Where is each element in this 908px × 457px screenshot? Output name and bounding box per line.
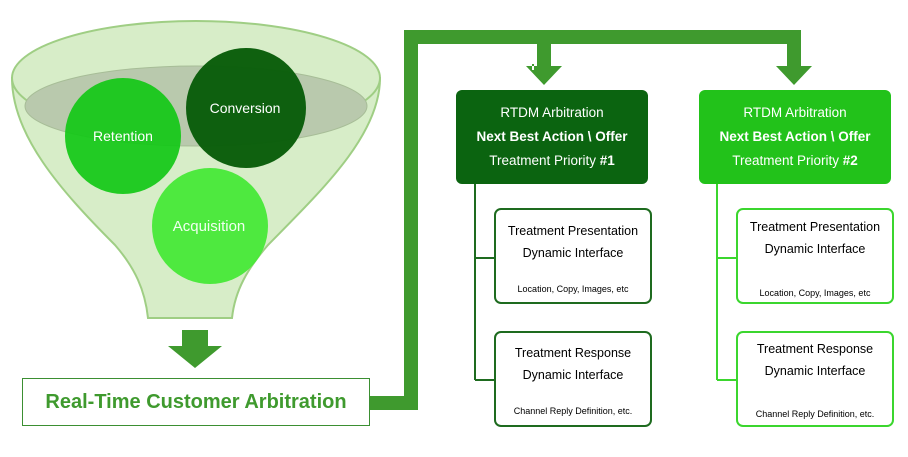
arrow-down-2-icon (776, 66, 812, 85)
arbitration-1-subtitle: Next Best Action \ Offer (476, 129, 628, 144)
treatment-presentation-2-subtitle: Dynamic Interface (764, 242, 866, 256)
arbitration-2-priority-label: Treatment Priority (732, 153, 843, 168)
treatment-response-2-detail: Channel Reply Definition, etc. (755, 409, 875, 419)
arbitration-1-priority: Treatment Priority #1 (489, 149, 615, 173)
acquisition-circle (152, 168, 268, 284)
arbitration-2-subtitle: Next Best Action \ Offer (719, 129, 871, 144)
acquisition-label: Acquisition (173, 218, 246, 235)
conversion-label: Conversion (210, 100, 281, 116)
treatment-response-1-subtitle: Dynamic Interface (522, 368, 624, 382)
treatment-presentation-1-subtitle: Dynamic Interface (522, 246, 624, 260)
tree-lines-1 (474, 184, 494, 381)
treatment-response-box-1: Treatment Response Dynamic Interface Cha… (494, 331, 652, 427)
real-time-arbitration-box: Real-Time Customer Arbitration (22, 378, 370, 426)
arbitration-box-priority-2: RTDM Arbitration Next Best Action \ Offe… (699, 90, 891, 184)
treatment-response-1-title: Treatment Response (514, 346, 632, 360)
treatment-response-2-subtitle: Dynamic Interface (764, 364, 866, 378)
conversion-circle (186, 48, 306, 168)
treatment-presentation-1-title: Treatment Presentation (507, 224, 639, 238)
treatment-response-1-detail: Channel Reply Definition, etc. (513, 406, 633, 416)
arbitration-1-title: RTDM Arbitration (500, 105, 604, 120)
tree-lines-2 (716, 184, 736, 381)
arbitration-2-priority-number: #2 (842, 153, 858, 168)
treatment-presentation-box-2: Treatment Presentation Dynamic Interface… (736, 208, 894, 304)
arbitration-2-priority: Treatment Priority #2 (732, 149, 858, 173)
treatment-response-2-title: Treatment Response (756, 342, 874, 356)
real-time-arbitration-label: Real-Time Customer Arbitration (45, 390, 347, 413)
arrow-down-1-icon (526, 64, 562, 85)
retention-circle (65, 78, 181, 194)
treatment-presentation-box-1: Treatment Presentation Dynamic Interface… (494, 208, 652, 304)
treatment-presentation-1-detail: Location, Copy, Images, etc (517, 284, 629, 294)
treatment-response-box-2: Treatment Response Dynamic Interface Cha… (736, 331, 894, 427)
treatment-presentation-2-detail: Location, Copy, Images, etc (759, 288, 871, 298)
down-arrow-icon (168, 330, 222, 368)
arbitration-box-priority-1: RTDM Arbitration Next Best Action \ Offe… (456, 90, 648, 184)
arbitration-1-priority-number: #1 (599, 153, 615, 168)
retention-label: Retention (93, 128, 153, 144)
arbitration-2-title: RTDM Arbitration (743, 105, 847, 120)
treatment-presentation-2-title: Treatment Presentation (749, 220, 881, 234)
connector-main (370, 30, 801, 410)
arbitration-1-priority-label: Treatment Priority (489, 153, 600, 168)
